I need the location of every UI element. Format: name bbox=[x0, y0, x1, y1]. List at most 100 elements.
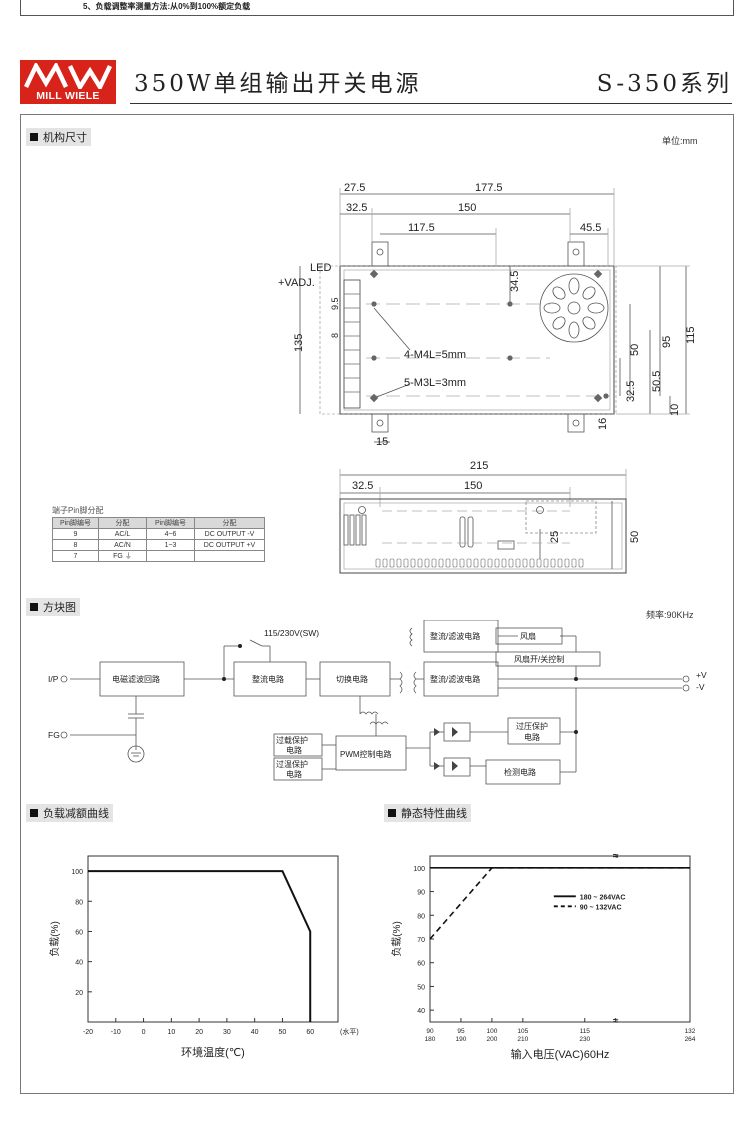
mount-tab-top-left bbox=[371, 241, 389, 267]
y-axis-label: 负载(%) bbox=[390, 921, 403, 957]
detect-label: 检测电路 bbox=[504, 767, 536, 777]
rect-filter-main-label: 整流/滤波电路 bbox=[430, 674, 480, 684]
table-row: 9 AC/L 4~6 DC OUTPUT -V bbox=[52, 528, 265, 540]
x-tick-label: -20 bbox=[83, 1029, 93, 1036]
table-cell: 9 bbox=[52, 528, 99, 540]
y-tick-label: 100 bbox=[413, 866, 425, 873]
dim-label: 50 bbox=[629, 531, 641, 543]
emi-label: 电磁滤波回路 bbox=[112, 674, 160, 684]
dim-label: 135 bbox=[293, 334, 305, 352]
x-tick-label: 200 bbox=[486, 1036, 497, 1043]
table-header-cell: Pin脚编号 bbox=[52, 517, 99, 529]
x-axis-label: 输入电压(VAC)60Hz bbox=[511, 1047, 610, 1061]
y-tick-label: 50 bbox=[417, 984, 425, 991]
x-tick-label: 210 bbox=[517, 1036, 528, 1043]
rect-filter-top-label: 整流/滤波电路 bbox=[430, 631, 480, 641]
section-heading-derating: 负载减额曲线 bbox=[26, 804, 113, 822]
y-tick-label: 60 bbox=[417, 961, 425, 968]
page-title: 350W单组输出开关电源 bbox=[134, 71, 422, 97]
derating-curve bbox=[88, 870, 312, 1022]
psu-cover-outline bbox=[319, 265, 617, 415]
legend-label: 90 ~ 132VAC bbox=[580, 904, 622, 911]
top-view-drawing: 27.5 177.5 32.5 150 117.5 45.5 34.5 50 9… bbox=[278, 182, 697, 448]
mount-tab-bottom-left bbox=[371, 413, 389, 433]
static-characteristic-chart: 4050607080901009018095190100200105210115… bbox=[390, 851, 696, 1061]
otp-label: 电路 bbox=[286, 769, 302, 779]
brand-logo: MILL WIELE bbox=[20, 60, 116, 104]
y-tick-label: 60 bbox=[75, 929, 83, 936]
x-tick-label: -10 bbox=[111, 1029, 121, 1036]
x-tick-label: 60 bbox=[306, 1029, 314, 1036]
mount-hole bbox=[572, 419, 580, 427]
x-tick-label: 40 bbox=[251, 1029, 259, 1036]
bullet-square-icon bbox=[388, 809, 396, 817]
y-tick-label: 100 bbox=[71, 869, 83, 876]
vadj-label: +VADJ. bbox=[278, 277, 315, 289]
mount-tab-bottom-right bbox=[567, 413, 585, 433]
mount-hole bbox=[572, 248, 580, 256]
fg-label: FG bbox=[48, 730, 60, 740]
m4-screw-label: 4-M4L=5mm bbox=[404, 349, 466, 361]
table-cell: 8 bbox=[52, 539, 99, 551]
table-cell: 7 bbox=[52, 550, 99, 562]
y-tick-label: 40 bbox=[417, 1008, 425, 1015]
plot-area bbox=[429, 855, 691, 1023]
bullet-square-icon bbox=[30, 603, 38, 611]
table-header-row: Pin脚编号 分配 Pin脚编号 分配 bbox=[52, 517, 265, 529]
content-frame bbox=[20, 114, 734, 1094]
dim-label: 177.5 bbox=[475, 182, 503, 194]
olp-label: 过载保护 bbox=[276, 735, 308, 745]
x-tick-label: 115 bbox=[580, 1028, 591, 1035]
dim-label: 50 bbox=[629, 344, 641, 356]
x-unit-note: (水平) bbox=[340, 1027, 359, 1036]
series-name: S-350系列 bbox=[596, 71, 732, 97]
fan-label: 风扇 bbox=[520, 631, 536, 641]
dim-label: 32.5 bbox=[625, 381, 637, 402]
unit-label: 单位:mm bbox=[662, 136, 698, 146]
dim-label: 50.5 bbox=[651, 371, 663, 392]
ovp-label: 过压保护 bbox=[516, 721, 548, 731]
x-tick-label: 50 bbox=[279, 1029, 287, 1036]
pin-table-caption: 端子Pin脚分配 bbox=[52, 506, 104, 515]
dim-label: 15 bbox=[376, 436, 388, 448]
x-tick-label: 30 bbox=[223, 1029, 231, 1036]
table-cell: 1~3 bbox=[146, 539, 195, 551]
x-tick-label: 230 bbox=[579, 1036, 590, 1043]
mount-hole bbox=[376, 419, 384, 427]
legend-label: 180 ~ 264VAC bbox=[580, 894, 626, 901]
y-tick-label: 40 bbox=[75, 960, 83, 967]
dim-label: 16 bbox=[597, 418, 609, 430]
dim-label: 9.5 bbox=[330, 297, 340, 310]
x-axis-label: 环境温度(℃) bbox=[181, 1045, 245, 1059]
table-header-cell: Pin脚编号 bbox=[146, 517, 195, 529]
dim-label: 10 bbox=[669, 404, 681, 416]
frequency-label: 频率:90KHz bbox=[646, 610, 694, 620]
led-label: LED bbox=[310, 262, 331, 274]
x-tick-label: 132 bbox=[685, 1028, 696, 1035]
output-neg-label: -V bbox=[696, 682, 705, 692]
fan-control-label: 风扇开/关控制 bbox=[514, 654, 564, 664]
top-note-box: 5、负载调整率测量方法:从0%到100%额定负载 bbox=[20, 0, 734, 16]
terminal-block bbox=[343, 279, 361, 409]
series-line-1 bbox=[429, 867, 690, 940]
top-note-text: 5、负载调整率测量方法:从0%到100%额定负载 bbox=[83, 2, 251, 11]
dim-label: 115 bbox=[685, 326, 697, 344]
dim-label: 45.5 bbox=[580, 222, 601, 234]
table-cell: FG ⏚ bbox=[98, 550, 147, 562]
ovp-label: 电路 bbox=[524, 732, 540, 742]
fan-control-box bbox=[495, 651, 601, 667]
plot-area bbox=[87, 855, 339, 1023]
fan-guard-outline bbox=[539, 273, 609, 343]
side-view-drawing: 215 32.5 150 25 50 bbox=[339, 460, 641, 574]
axis-break-icon: ≈ bbox=[613, 1016, 619, 1027]
x-tick-label: 105 bbox=[517, 1028, 528, 1035]
table-header-cell: 分配 bbox=[194, 517, 265, 529]
y-tick-label: 70 bbox=[417, 937, 425, 944]
ovp-box bbox=[507, 717, 561, 745]
table-row: 7 FG ⏚ bbox=[52, 550, 265, 562]
table-cell: 4~6 bbox=[146, 528, 195, 540]
pwm-label: PWM控制电路 bbox=[340, 749, 392, 759]
dim-label: 8 bbox=[330, 333, 340, 338]
opto-bottom bbox=[443, 757, 471, 777]
switching-label: 切换电路 bbox=[336, 674, 368, 684]
